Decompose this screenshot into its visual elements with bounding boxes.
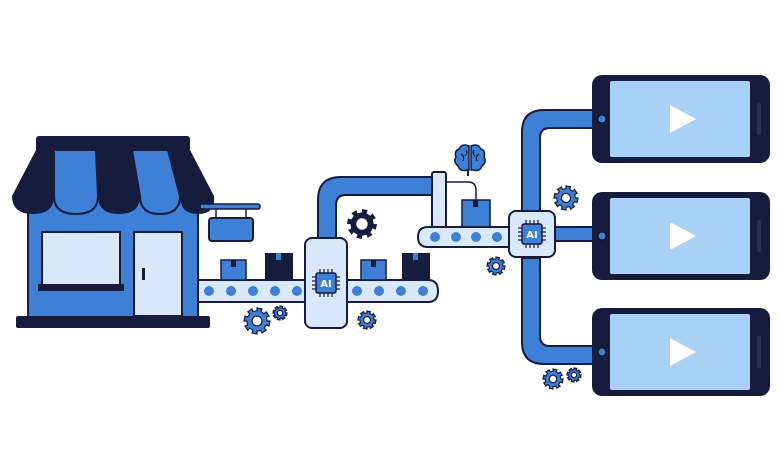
box-icon — [461, 199, 491, 228]
conveyor-belt-upper — [416, 226, 521, 248]
ai-processing-unit-1: AI — [304, 237, 348, 329]
store-door-handle — [142, 268, 145, 280]
belt-roller — [430, 232, 440, 242]
store-window — [41, 231, 121, 287]
gear-icon — [486, 256, 506, 276]
pipe-upper — [317, 176, 435, 241]
store-awning-stripe — [168, 150, 215, 214]
store-awning-stripe — [130, 149, 182, 216]
pipe-middle — [553, 226, 597, 242]
phone-button — [757, 220, 761, 252]
belt-roller — [471, 232, 481, 242]
phone-button — [757, 336, 761, 368]
box-icon — [265, 253, 293, 280]
gears — [243, 185, 582, 390]
box-icon — [220, 259, 247, 281]
ai-chip-icon — [518, 220, 546, 248]
belt-roller — [204, 286, 214, 296]
belt-roller — [418, 286, 428, 296]
sign-bar — [199, 203, 261, 210]
store-awning-stripe — [53, 149, 100, 216]
phone-button — [757, 103, 761, 135]
store-window-sill — [38, 284, 124, 291]
wire — [446, 181, 477, 200]
phone-icon — [592, 75, 770, 163]
ai-chip-label: AI — [320, 279, 331, 290]
play-icon — [670, 105, 696, 133]
belt-roller — [270, 286, 280, 296]
phone-camera — [597, 231, 607, 241]
store-door — [133, 231, 183, 317]
ai-processing-unit-2: AI — [508, 210, 556, 258]
belt-roller — [292, 286, 302, 296]
gear-icon — [243, 307, 271, 335]
phone-camera — [597, 347, 607, 357]
gear-icon — [566, 367, 582, 383]
gear-icon — [272, 305, 288, 321]
pipe-trunk-lower — [521, 257, 597, 365]
belt-roller — [248, 286, 258, 296]
phone-icon — [592, 308, 770, 396]
box-icon — [402, 253, 430, 280]
belt-roller — [396, 286, 406, 296]
store-awning-stripe — [96, 150, 140, 214]
phones — [592, 75, 770, 396]
belt-roller — [451, 232, 461, 242]
belt-roller — [226, 286, 236, 296]
gear-icon — [347, 209, 377, 239]
store-base — [16, 316, 210, 328]
play-icon — [670, 338, 696, 366]
gear-icon — [542, 368, 564, 390]
gear-icon — [357, 310, 377, 330]
gear-icon — [553, 185, 579, 211]
belt-roller — [492, 232, 502, 242]
phone-camera — [597, 114, 607, 124]
storefront — [12, 136, 261, 328]
belt-roller — [352, 286, 362, 296]
ai-chip-icon — [312, 269, 340, 297]
hanging-sign — [208, 217, 254, 242]
box-icon — [360, 259, 387, 281]
belt-roller — [374, 286, 384, 296]
feeder-column — [431, 171, 447, 231]
phone-icon — [592, 192, 770, 280]
brain-icon — [454, 144, 486, 176]
store-awning-top — [36, 136, 190, 152]
play-icon — [670, 222, 696, 250]
pipes — [317, 109, 597, 365]
ai-chip-label: AI — [526, 230, 537, 241]
